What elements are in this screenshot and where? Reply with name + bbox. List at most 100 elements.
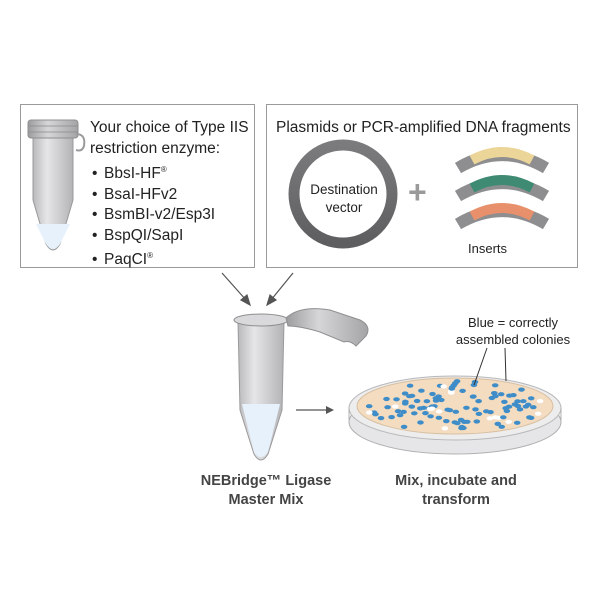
mix-incubate-transform-label: Mix, incubate and transform [395,473,517,508]
colony-dot [392,404,399,409]
colony-dot [413,398,421,404]
colony-dot [536,399,544,404]
registered-mark: ® [147,251,153,260]
colony-dot [527,396,535,401]
bullet: • [92,251,98,268]
colony-dot [435,394,442,399]
colony-dot [400,424,408,429]
colony-dot [443,419,450,424]
colony-dot [510,393,517,398]
enzyme-item: •BsaI-HFv2 [92,185,215,206]
colony-dot [486,416,494,421]
colony-dot [530,405,537,410]
colony-dot [428,406,436,411]
insert-fragment [469,175,535,193]
colony-dot [475,399,482,404]
colony-dot [438,397,445,403]
colony-dot [427,414,434,419]
colony-dot [408,404,416,409]
colony-dot [396,413,404,418]
enzyme-item: • BspQI/SapI [92,226,215,247]
colony-dot [475,411,483,416]
colony-dot [513,420,521,425]
colony-dot [452,409,460,414]
colony-dot [408,393,416,398]
colony-dot [435,415,443,420]
colony-dot [492,394,499,399]
colony-dot [417,420,424,425]
registered-mark: ® [160,165,167,174]
colony-dot [384,405,391,410]
enzyme-item: • BbsI-HF® [92,160,215,185]
colony-dot [448,385,456,390]
enzyme-name: BsmBI-v2/Esp3I [104,206,216,223]
colony-dot [505,404,513,409]
colony-dot [498,424,506,429]
enzyme-panel-heading: Your choice of Type IIS restriction enzy… [90,119,249,157]
enzyme-name: BbsI-HF [104,165,161,182]
colony-dot [459,388,466,393]
colony-dot [470,382,478,388]
colony-dot [383,396,390,402]
destination-vector-icon [288,139,398,249]
colony-dot [365,404,373,409]
colony-dot [500,415,507,420]
colony-dot [394,409,402,414]
enzyme-item: • PaqCI® [92,246,215,271]
colony-dot [472,407,479,412]
colony-dot [494,421,502,426]
bullet: • [92,206,98,223]
destination-vector-label: Destination vector [310,182,378,215]
inserts-icon [454,147,550,230]
ligase-tube-icon [233,308,369,461]
bullet: • [92,226,98,244]
colony-dot [487,410,494,415]
plus-sign: + [408,174,427,210]
colony-dot [497,392,505,397]
colony-dot [423,399,431,404]
colony-dot [514,403,522,409]
colony-dot [401,391,409,396]
colony-dot [429,391,436,397]
colony-dot [514,399,521,404]
colony-dot [522,404,530,409]
colony-dot [461,419,468,424]
colony-dot [435,409,443,414]
colony-dot [516,407,524,412]
colony-dot [503,408,511,414]
colony-dot [440,384,448,389]
bullet: • [92,165,98,182]
colony-dot [411,411,418,416]
colony-dot [444,407,452,412]
enzyme-name: PaqCI [104,251,148,268]
colony-dot [473,419,481,424]
colony-dot [372,412,379,417]
colony-dot [527,415,535,420]
colony-dot [518,387,525,392]
colony-dot [388,415,395,420]
petri-dish-icon [348,375,562,455]
colony-dot [491,383,499,388]
enzyme-item: • BsmBI-v2/Esp3I [92,205,215,226]
colony-dot [400,409,407,414]
right-arrow-icon [296,406,334,414]
colony-dot [470,394,477,399]
colony-dot [520,399,527,404]
colony-dot [441,426,449,431]
insert-fragment [469,147,535,165]
inserts-label: Inserts [468,241,508,256]
colony-dot [491,415,499,420]
colony-dot [366,410,373,415]
enzyme-list: •BbsI-HF®•BsaI-HFv2•BsmBI-v2/Esp3I•BspQI… [92,160,215,271]
ligase-master-mix-label: NEBridge™ Ligase Master Mix [200,473,332,508]
enzyme-name: BspQI/SapI [104,226,184,244]
fragments-panel-heading: Plasmids or PCR-amplified DNA fragments [276,119,571,136]
down-arrows-icon [221,272,294,307]
insert-fragment [469,203,535,221]
bullet: • [92,185,98,203]
colony-dot [534,411,542,416]
colony-dot [432,398,440,403]
colony-dot [463,405,470,410]
colony-dot [377,416,385,421]
colony-dot [401,401,409,406]
